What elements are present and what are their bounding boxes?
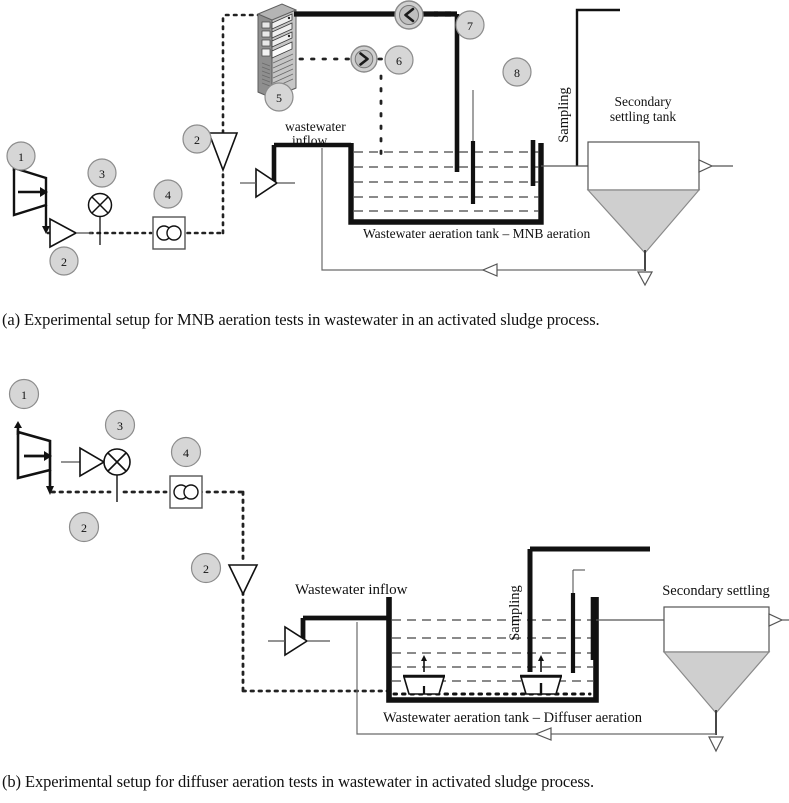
- badge-label: 4: [183, 446, 189, 460]
- cross-circle-valve-icon: [87, 192, 113, 245]
- settling-tank-label-a-line1: Secondary: [615, 94, 672, 109]
- settling-tank-label-b: Secondary settling: [662, 583, 770, 599]
- waste-sludge-arrow-icon-a: [636, 271, 654, 287]
- badge-label: 2: [203, 562, 209, 576]
- badge-4-b[interactable]: 4: [170, 436, 202, 468]
- valve-triangle-icon-riser-b: [227, 564, 259, 596]
- settling-tank-label-a-line2: settling tank: [610, 109, 677, 124]
- badge-label: 2: [194, 133, 200, 147]
- inflow-label-a-line1: wastewater: [285, 119, 346, 134]
- outflow-arrow-icon-b: [768, 613, 789, 627]
- circular-arrow-right-icon: [350, 45, 378, 73]
- wastewater-inflow-pipe-a: [271, 142, 351, 182]
- return-sludge-arrow-icon-b: [534, 727, 552, 741]
- return-sludge-line-a: [321, 148, 645, 277]
- outflow-arrow-icon-a: [698, 159, 733, 173]
- sampling-label-a: Sampling: [556, 87, 572, 143]
- water-level-dashes-a: [354, 151, 539, 212]
- badge-label: 3: [99, 167, 105, 181]
- valve-triangle-icon-b: [61, 446, 106, 478]
- control-signal-dotted-line-a: [298, 57, 389, 164]
- compressor-icon-b: [14, 421, 54, 495]
- badge-2-a-lower[interactable]: 2: [49, 246, 79, 276]
- badge-4-a[interactable]: 4: [153, 179, 183, 209]
- badge-label: 7: [467, 19, 473, 33]
- wastewater-inflow-pipe-b: [300, 615, 389, 640]
- badge-2-a-riser[interactable]: 2: [182, 124, 212, 154]
- double-circle-flowmeter-icon: [152, 216, 186, 250]
- sampling-label-b: Sampling: [507, 585, 523, 641]
- figure-b-diffuser-aeration: Sampling Wastewater inflow Wastewater ae…: [0, 368, 789, 763]
- air-diffuser-icon-right: [519, 655, 563, 695]
- valve-triangle-icon-riser: [207, 132, 239, 173]
- water-level-dashes-b: [392, 619, 594, 682]
- return-sludge-line-b: [356, 622, 716, 741]
- badge-3-a[interactable]: 3: [87, 158, 117, 188]
- badge-1-b[interactable]: 1: [8, 378, 40, 410]
- aeration-tank-a: [348, 90, 544, 225]
- pump-triangle-icon-a: [240, 167, 295, 199]
- badge-1-a[interactable]: 1: [6, 141, 36, 171]
- badge-6-a[interactable]: 6: [384, 45, 414, 75]
- inflow-label-a-line2: inflow: [292, 133, 327, 148]
- badge-label: 6: [396, 54, 402, 68]
- figure-b-caption: (b) Experimental setup for diffuser aera…: [2, 772, 594, 791]
- tower-computer-icon: [257, 3, 297, 99]
- valve-triangle-icon: [49, 217, 92, 249]
- secondary-settling-tank-a: [541, 141, 733, 287]
- badge-label: 2: [61, 255, 67, 269]
- sampling-line-a: [575, 8, 620, 166]
- badge-5-a[interactable]: 5: [264, 82, 294, 112]
- return-sludge-arrow-icon-a: [481, 263, 498, 277]
- badge-2-b-riser[interactable]: 2: [190, 552, 222, 584]
- badge-3-b[interactable]: 3: [104, 409, 136, 441]
- figure-a-caption: (a) Experimental setup for MNB aeration …: [2, 310, 600, 329]
- badge-label: 8: [514, 66, 520, 80]
- badge-7-a[interactable]: 7: [455, 10, 485, 40]
- inflow-label-b: Wastewater inflow: [295, 582, 408, 598]
- badge-label: 1: [21, 388, 27, 402]
- secondary-settling-tank-b: [596, 606, 789, 753]
- mnb-recirculation-pipe-a: [294, 11, 460, 172]
- badge-label: 5: [276, 91, 282, 105]
- air-diffuser-icon-left: [402, 655, 446, 695]
- figure-a-mnb-aeration: Sampling wastewater inflow Wastewater ae…: [0, 0, 789, 305]
- aeration-tank-label-a: Wastewater aeration tank – MNB aeration: [363, 226, 590, 241]
- aeration-tank-label-b: Wastewater aeration tank – Diffuser aera…: [383, 710, 643, 726]
- pump-triangle-icon-b: [268, 625, 330, 657]
- cross-circle-valve-icon-b: [103, 448, 131, 502]
- badge-group-a: 1 2 3 4 2: [6, 10, 532, 276]
- air-riser-dotted-line-a: [221, 13, 264, 235]
- badge-label: 4: [165, 188, 171, 202]
- badge-2-b-lower[interactable]: 2: [68, 511, 100, 543]
- badge-label: 1: [18, 150, 24, 164]
- badge-label: 2: [81, 521, 87, 535]
- air-riser-dotted-line-b: [241, 490, 390, 693]
- badge-label: 3: [117, 419, 123, 433]
- compressor-icon: [10, 158, 50, 234]
- circular-arrow-left-icon: [394, 0, 424, 30]
- waste-sludge-arrow-icon-b: [708, 736, 724, 753]
- badge-8-a[interactable]: 8: [502, 57, 532, 87]
- badge-group-b: 1 3 4 2 2: [8, 378, 222, 584]
- aeration-tank-b: [386, 546, 650, 703]
- double-circle-flowmeter-icon-b: [169, 475, 203, 509]
